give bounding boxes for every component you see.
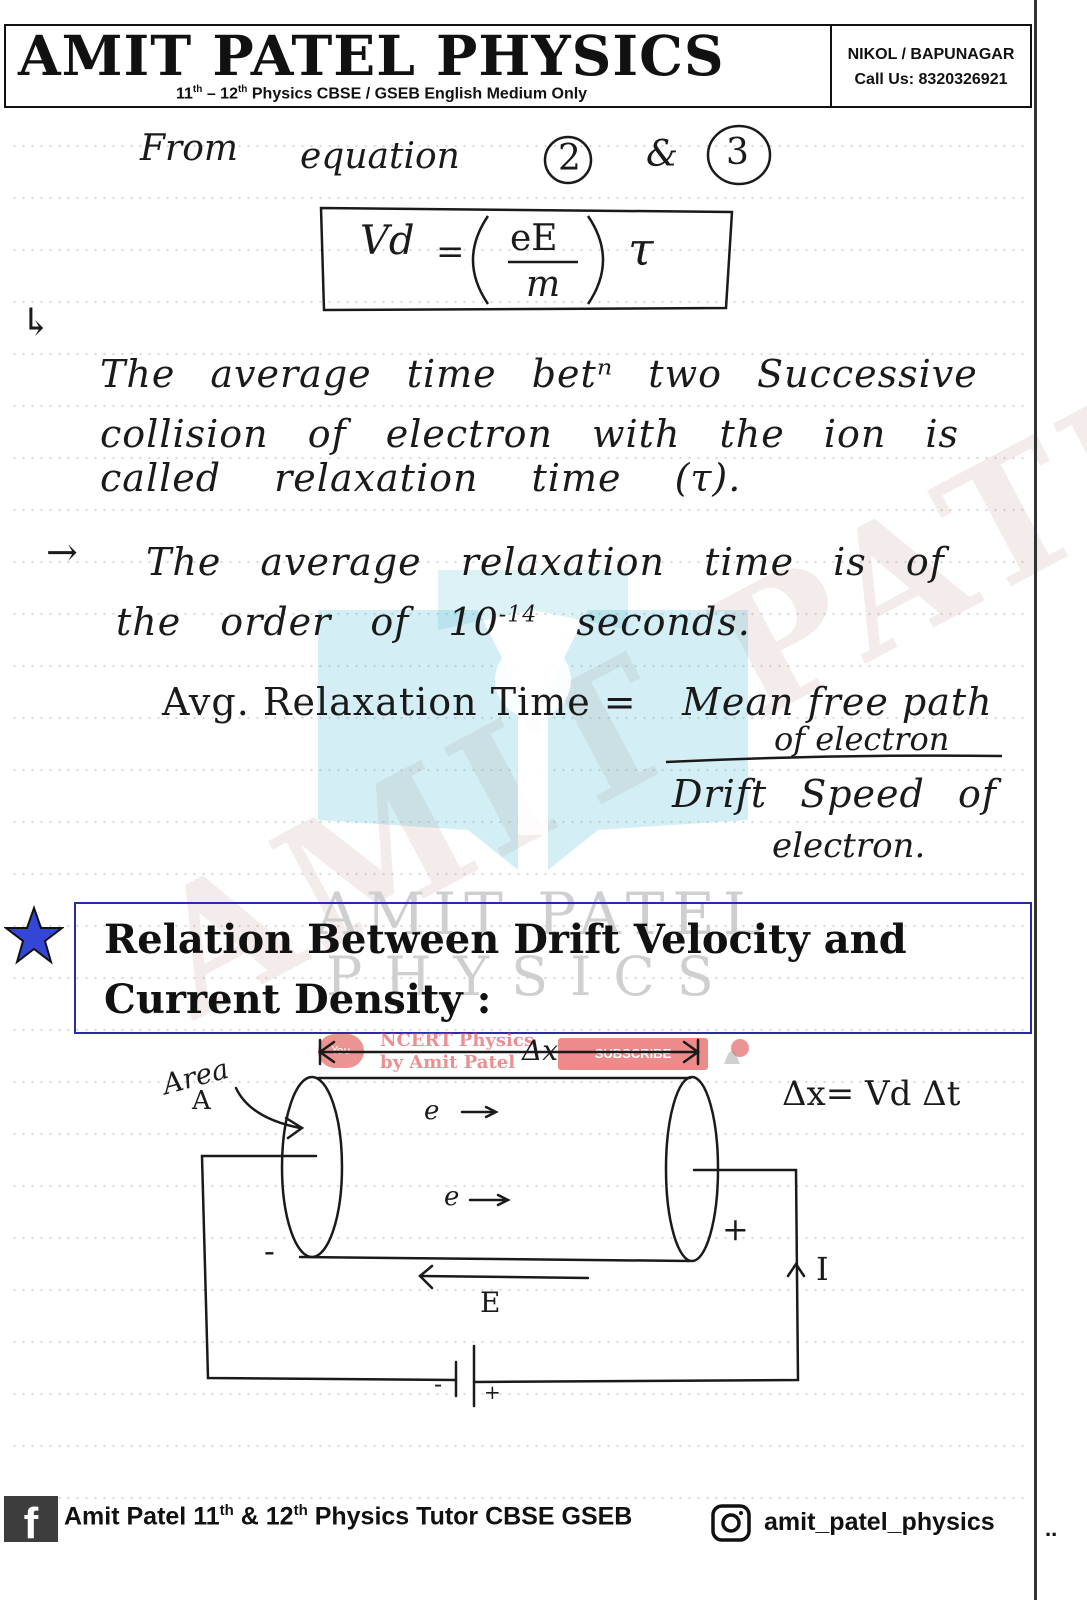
header-phone: Call Us: 8320326921 bbox=[854, 71, 1008, 88]
avg-numerator-line1: Mean free path bbox=[682, 680, 993, 724]
bullet-arrow-1: ↳ bbox=[20, 300, 53, 344]
note-ampersand: & bbox=[646, 134, 679, 175]
formula-tau: τ bbox=[628, 222, 654, 276]
battery-minus-label: - bbox=[434, 1370, 443, 1398]
avg-relaxation-label: Avg. Relaxation Time = bbox=[162, 680, 637, 724]
subscribe-button[interactable]: SUBSCRIBE bbox=[558, 1038, 708, 1070]
equation-2-circle bbox=[543, 135, 593, 185]
header-contact: NIKOL / BAPUNAGAR Call Us: 8320326921 bbox=[830, 26, 1030, 106]
avg-numerator-line2: of electron bbox=[774, 720, 950, 758]
field-arrow-line bbox=[418, 1274, 590, 1280]
note-from: From bbox=[140, 128, 238, 169]
page-right-border bbox=[1034, 0, 1037, 1600]
para2-line2: the order of 10-14 seconds. bbox=[116, 600, 751, 644]
dx-label: Δx bbox=[522, 1034, 559, 1067]
brand-title: AMIT PATEL PHYSICS bbox=[18, 23, 725, 88]
electron-e-1: e bbox=[424, 1096, 440, 1126]
para1-line1: The average time betⁿ two Successive bbox=[100, 352, 978, 396]
note-equation: equation bbox=[300, 136, 460, 177]
formula-denominator: m bbox=[526, 264, 561, 305]
equation-3-circle bbox=[706, 124, 772, 186]
formula-numerator: eE bbox=[510, 218, 558, 259]
watermark-title: AMIT PATEL bbox=[316, 880, 770, 948]
avg-denominator-line1: Drift Speed of bbox=[672, 772, 997, 816]
formula-equals: = bbox=[436, 232, 465, 272]
watermark-bulb-book-logo bbox=[318, 570, 748, 870]
header-location: NIKOL / BAPUNAGAR bbox=[847, 46, 1015, 63]
avg-denominator-line2: electron. bbox=[772, 826, 926, 866]
page-footer: f Amit Patel 11th & 12th Physics Tutor C… bbox=[0, 1496, 1087, 1544]
footer-tutor-text: Amit Patel 11th & 12th Physics Tutor CBS… bbox=[64, 1502, 633, 1531]
current-label: I bbox=[816, 1250, 829, 1288]
page-header: AMIT PATEL PHYSICS 11th – 12th Physics C… bbox=[4, 24, 1032, 108]
facebook-icon: f bbox=[4, 1496, 58, 1542]
conductor-left-face bbox=[280, 1075, 344, 1259]
watermark-subtitle: PHYSICS bbox=[326, 945, 736, 1008]
dx-formula: Δx= Vd Δt bbox=[782, 1074, 961, 1114]
para1-line3: called relaxation time (τ). bbox=[100, 456, 742, 500]
bell-icon bbox=[724, 1039, 749, 1064]
footer-instagram-handle: amit_patel_physics bbox=[764, 1508, 995, 1536]
terminal-minus: - bbox=[264, 1232, 275, 1270]
area-pointer-arrow bbox=[234, 1086, 302, 1130]
current-arrowhead bbox=[786, 1261, 806, 1278]
area-label-line2: A bbox=[192, 1086, 211, 1116]
section-title: Relation Between Drift Velocity and Curr… bbox=[104, 916, 907, 1023]
ncert-banner-text: NCERT Physics by Amit Patel bbox=[380, 1030, 534, 1073]
field-label: E bbox=[480, 1286, 501, 1319]
note-eq-num-3: 3 bbox=[726, 132, 749, 173]
header-tagline: 11th – 12th Physics CBSE / GSEB English … bbox=[176, 84, 588, 103]
conductor-bottom-edge bbox=[298, 1255, 692, 1263]
battery-plus-label: + bbox=[484, 1380, 501, 1404]
avg-fraction-bar bbox=[665, 754, 1003, 764]
formula-vd: Vd bbox=[360, 218, 415, 264]
instagram-icon bbox=[711, 1504, 751, 1542]
note-eq-num-2: 2 bbox=[558, 138, 581, 179]
para1-line2: collision of electron with the ion is bbox=[100, 412, 960, 456]
para2-line1: The average relaxation time is of bbox=[146, 540, 945, 584]
circuit-wire-right bbox=[472, 1168, 800, 1384]
bullet-arrow-2: → bbox=[46, 530, 79, 574]
star-icon bbox=[4, 905, 64, 965]
electron-e-2: e bbox=[444, 1182, 460, 1212]
section-heading-box: Relation Between Drift Velocity and Curr… bbox=[74, 902, 1032, 1034]
circuit-wire-left bbox=[200, 1154, 458, 1382]
footer-trailing-dots: .. bbox=[1045, 1516, 1058, 1541]
terminal-plus: + bbox=[722, 1210, 749, 1248]
formula-box bbox=[319, 206, 734, 312]
